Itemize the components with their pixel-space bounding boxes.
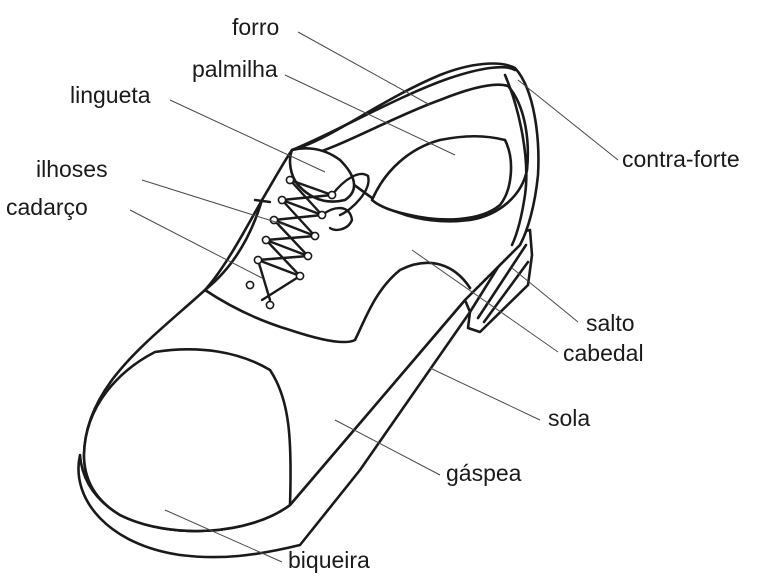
label-cabedal: cabedal xyxy=(563,342,644,365)
label-cadarco: cadarço xyxy=(6,196,88,219)
label-forro: forro xyxy=(232,16,279,39)
label-gaspea: gáspea xyxy=(446,462,521,485)
label-lingueta: lingueta xyxy=(70,84,151,107)
label-biqueira: biqueira xyxy=(288,549,370,572)
leader-lingueta xyxy=(170,100,325,172)
leader-sola xyxy=(430,368,540,420)
leader-forro xyxy=(298,32,430,105)
leader-salto xyxy=(512,268,578,322)
label-palmilha: palmilha xyxy=(192,58,278,81)
label-contra-forte: contra-forte xyxy=(622,148,740,171)
label-salto: salto xyxy=(586,312,635,335)
label-sola: sola xyxy=(548,407,590,430)
label-ilhoses: ilhoses xyxy=(36,158,108,181)
